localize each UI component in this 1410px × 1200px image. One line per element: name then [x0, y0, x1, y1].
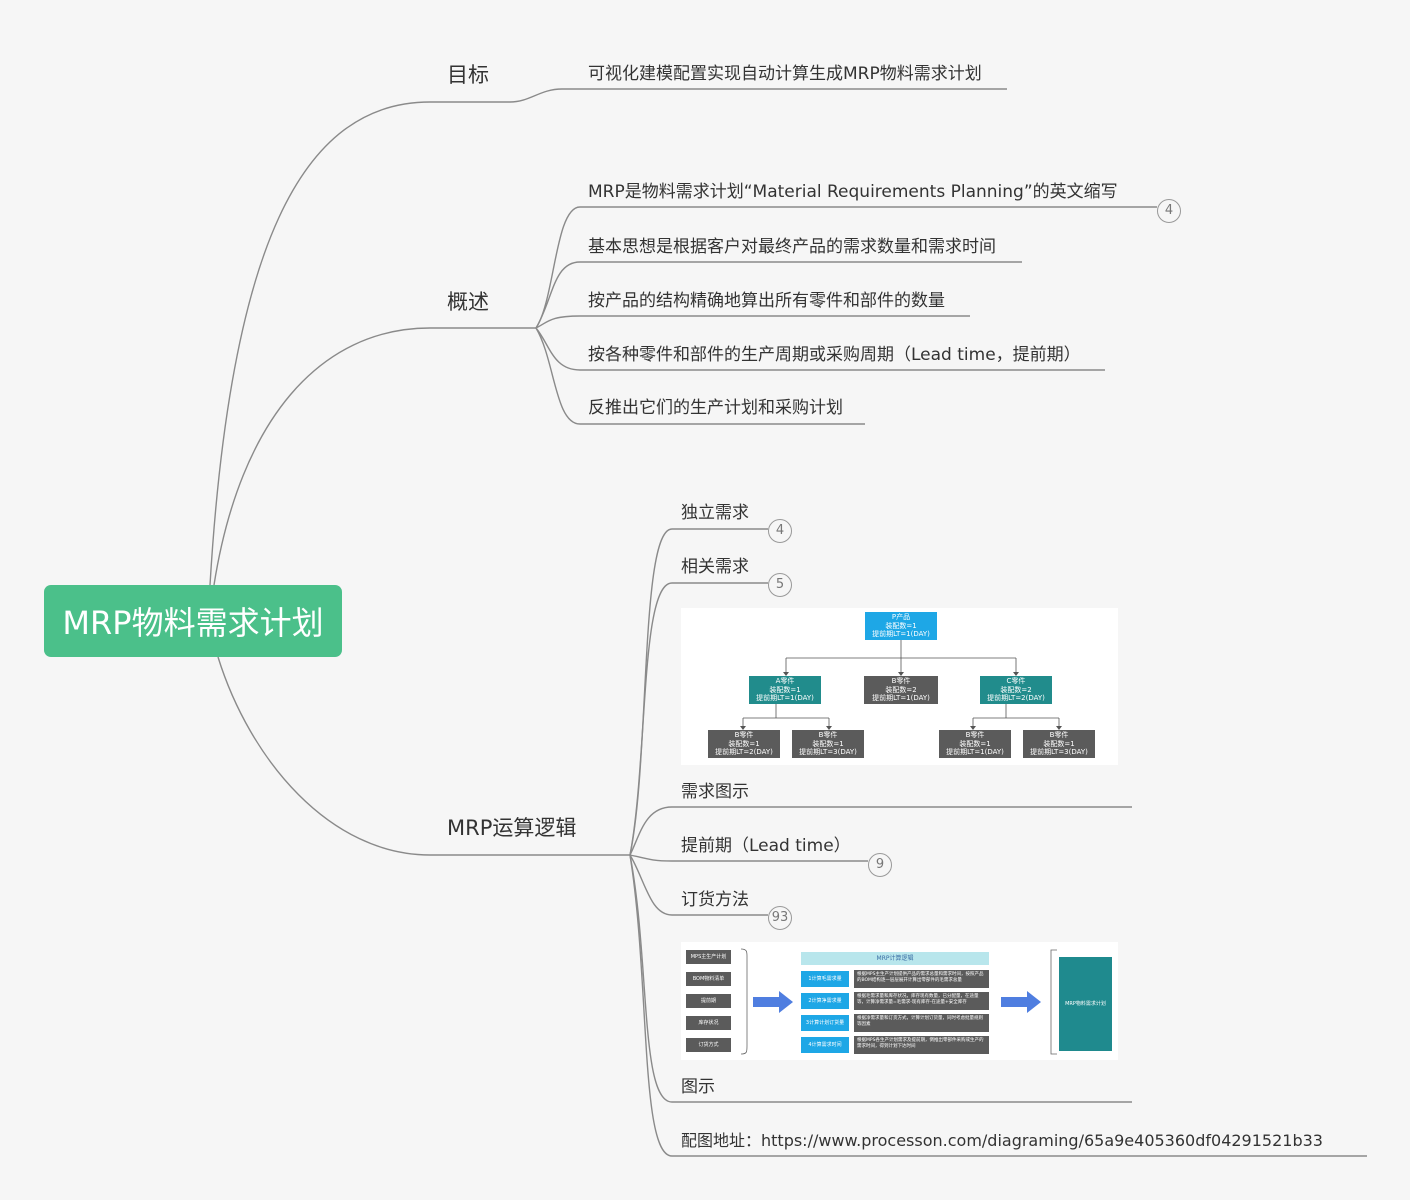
logic-input: BOM物料清单: [686, 972, 731, 986]
overview-item[interactable]: 基本思想是根据客户对最终产品的需求数量和需求时间: [588, 237, 996, 257]
node-figure[interactable]: 图示: [681, 1077, 715, 1097]
bom-text: 提前期LT=3(DAY): [1030, 748, 1088, 756]
link-overview-2: [535, 261, 1022, 329]
logic-desc: 根据毛需求量和库存状况，库存现有数量，已分配量，在途量等，计算净需求量=毛需求-…: [854, 992, 989, 1010]
bom-text: P产品: [891, 613, 911, 621]
bom-text: 装配数=1: [728, 739, 760, 748]
logic-desc: 根据MPS主生产计划提供产品的需求总量和需求时间，按照产品的BOM结构逐一层层展…: [854, 970, 989, 988]
logic-figure-decor: [740, 948, 1057, 1055]
node-dependent-demand[interactable]: 相关需求: [681, 557, 749, 577]
bom-text: 装配数=1: [1043, 739, 1075, 748]
logic-step: 2计算净需求量: [801, 993, 849, 1009]
logic-step: 4计算需求时间: [801, 1037, 849, 1053]
bom-text: B零件: [734, 731, 754, 739]
lead-time-badge[interactable]: 9: [868, 853, 892, 877]
link-root-logic: [217, 656, 630, 856]
goal-item[interactable]: 可视化建模配置实现自动计算生成MRP物料需求计划: [588, 64, 982, 84]
bom-text: 装配数=2: [1000, 685, 1032, 694]
bom-text: B零件: [891, 677, 911, 685]
node-overview[interactable]: 概述: [447, 290, 489, 314]
overview-item[interactable]: MRP是物料需求计划“Material Requirements Plannin…: [588, 182, 1118, 202]
overview-item[interactable]: 按产品的结构精确地算出所有零件和部件的数量: [588, 291, 945, 311]
bom-text: 提前期LT=1(DAY): [872, 694, 930, 702]
link-logic-order: [629, 854, 768, 916]
overview-item-badge[interactable]: 4: [1157, 199, 1181, 223]
bom-text: 提前期LT=2(DAY): [715, 748, 773, 756]
logic-output: MRP物料需求计划: [1059, 957, 1112, 1051]
logic-input: 库存状况: [686, 1016, 731, 1030]
link-logic-link: [629, 854, 1367, 1157]
node-order-method[interactable]: 订货方法: [681, 890, 749, 910]
bom-text: B零件: [1049, 731, 1069, 739]
link-logic-demand: [629, 806, 1132, 856]
root-node[interactable]: MRP物料需求计划: [44, 585, 342, 657]
logic-step: 1计算毛需求量: [801, 971, 849, 987]
independent-demand-badge[interactable]: 4: [768, 519, 792, 543]
link-logic-dependent: [629, 582, 768, 856]
bom-text: 装配数=1: [885, 621, 917, 630]
link-goal-item: [509, 88, 1007, 103]
node-independent-demand[interactable]: 独立需求: [681, 503, 749, 523]
bom-text: A零件: [775, 677, 795, 685]
bom-text: 装配数=1: [812, 739, 844, 748]
logic-desc: 根据净需求量和订货方式，计算计划订货量，同时考虑批量规则等因素: [854, 1014, 989, 1032]
root-label: MRP物料需求计划: [62, 604, 324, 642]
bom-text: B零件: [965, 731, 985, 739]
link-root-goal: [209, 101, 510, 586]
bom-text: B零件: [818, 731, 838, 739]
bom-text: 提前期LT=1(DAY): [872, 630, 930, 638]
node-goal[interactable]: 目标: [447, 63, 489, 87]
mrp-logic-image: MPS主生产计划 BOM物料清单 提前期 库存状况 订货方式 MRP计算逻辑 1…: [681, 942, 1118, 1060]
bom-text: 提前期LT=2(DAY): [987, 694, 1045, 702]
order-method-badge[interactable]: 93: [768, 906, 792, 930]
link-overview-4: [535, 327, 1105, 371]
node-mrp-logic[interactable]: MRP运算逻辑: [447, 816, 577, 840]
logic-step: 3计算计划订货量: [801, 1015, 849, 1031]
bom-text: 装配数=2: [885, 685, 917, 694]
logic-input: 订货方式: [686, 1038, 731, 1052]
link-root-overview: [213, 327, 536, 586]
logic-desc: 根据MPS各生产计划需求及提前期，倒推出零部件采购或生产的需求时间，得到计划下达…: [854, 1036, 989, 1054]
bom-text: 装配数=1: [769, 685, 801, 694]
link-logic-figure: [629, 854, 1132, 1103]
overview-item[interactable]: 反推出它们的生产计划和采购计划: [588, 398, 843, 418]
link-overview-3: [535, 315, 970, 329]
link-logic-lead: [629, 854, 868, 862]
dependent-demand-badge[interactable]: 5: [768, 573, 792, 597]
bom-text: 提前期LT=1(DAY): [946, 748, 1004, 756]
bom-text: 提前期LT=1(DAY): [756, 694, 814, 702]
bom-text: C零件: [1006, 677, 1026, 685]
overview-item[interactable]: 按各种零件和部件的生产周期或采购周期（Lead time，提前期）: [588, 345, 1081, 365]
bom-connectors: [740, 640, 1062, 730]
node-lead-time[interactable]: 提前期（Lead time）: [681, 836, 851, 856]
logic-title: MRP计算逻辑: [801, 952, 989, 965]
bom-text: 装配数=1: [959, 739, 991, 748]
node-figure-link[interactable]: 配图地址：https://www.processon.com/diagramin…: [681, 1131, 1323, 1150]
link-overview-5: [535, 327, 865, 425]
node-demand-diagram[interactable]: 需求图示: [681, 782, 749, 802]
bom-text: 提前期LT=3(DAY): [799, 748, 857, 756]
logic-input: MPS主生产计划: [686, 950, 731, 964]
logic-input: 提前期: [686, 994, 731, 1008]
